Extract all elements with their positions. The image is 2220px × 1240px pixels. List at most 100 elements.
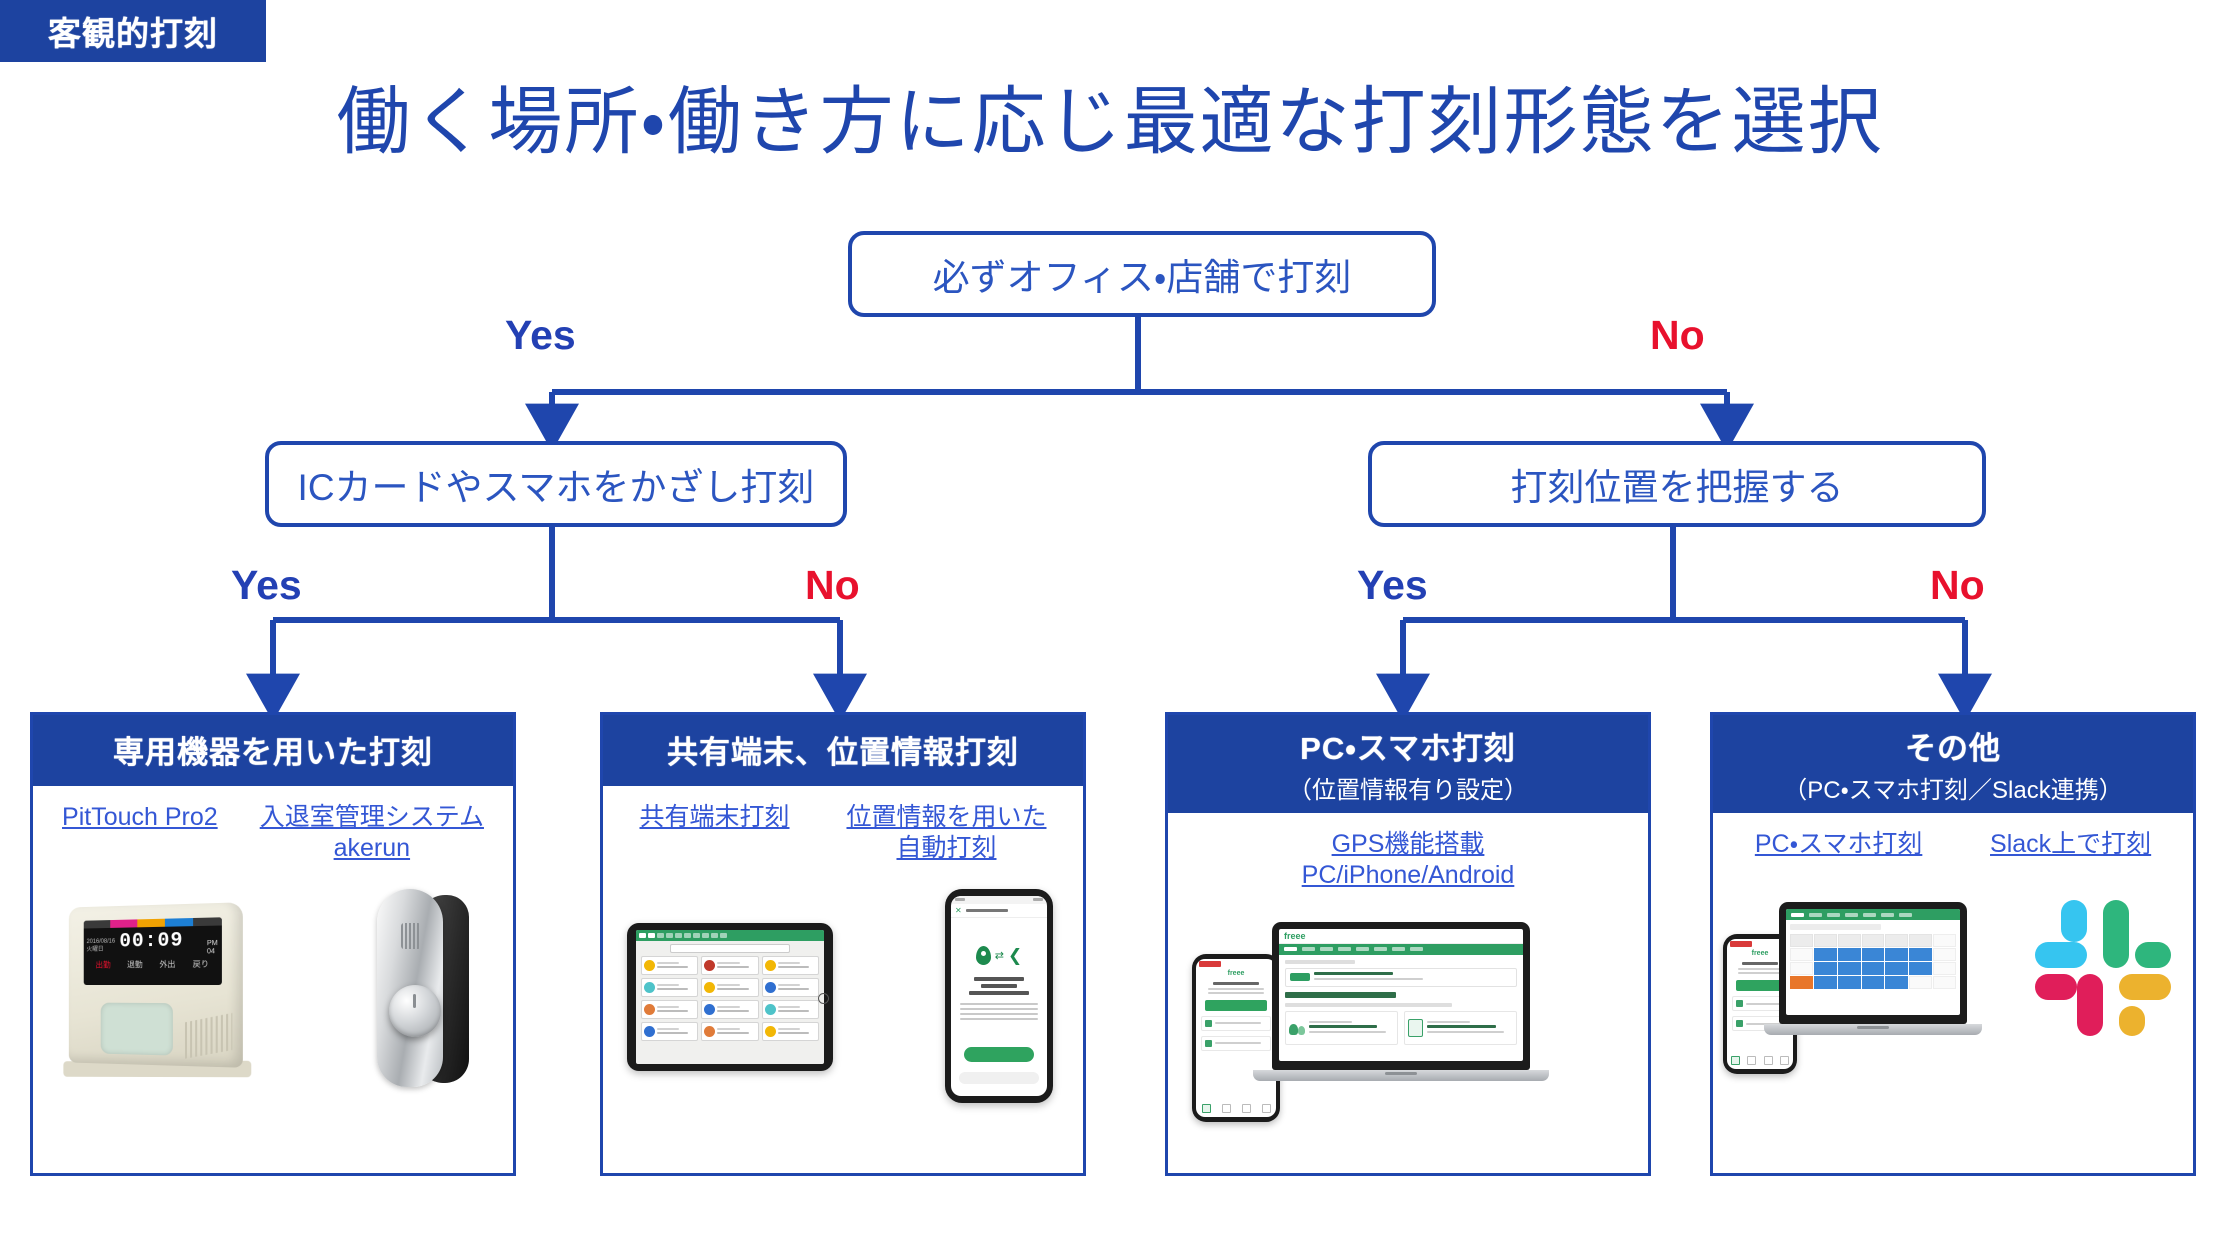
decision-node-ic-card[interactable]: ICカードやスマホをかざし打刻 [265,441,847,527]
result-card-subtitle: （位置情報有り設定） [1288,777,1528,804]
secondary-link[interactable] [959,1071,1039,1084]
result-card-links: 共有端末打刻 位置情報を用いた 自動打刻 [603,786,1083,865]
search-field[interactable] [670,943,790,953]
laptop-attendance-calendar-image [1764,902,1982,1036]
employee-cell[interactable] [641,999,699,1019]
result-card-links: PC・スマホ打刻 Slack上で打刻 [1713,813,2193,860]
tablet-employee-list-image [627,922,833,1071]
result-card-header: PC・スマホ打刻 （位置情報有り設定） [1168,715,1648,813]
terminal-button[interactable]: 退勤 [127,959,143,969]
terminal-button[interactable]: 戻り [192,958,209,969]
map-pin-icon [975,945,991,965]
akerun-smart-lock-image [373,888,469,1089]
card-link-pittouch[interactable]: PitTouch Pro2 [62,802,218,833]
decision-node-location[interactable]: 打刻位置を把握する [1368,441,1986,527]
branch-label-left-no: No [805,562,860,608]
bottom-tab-bar[interactable] [1196,1103,1276,1113]
branch-label-root-no: No [1650,312,1705,358]
terminal-meridiem: PM 04 [206,939,218,955]
app-nav-bar[interactable] [1279,943,1523,955]
result-card-shared-terminal: 共有端末、位置情報打刻 共有端末打刻 位置情報を用いた 自動打刻 [600,712,1086,1176]
result-card-other: その他 （PC・スマホ打刻／Slack連携） PC・スマホ打刻 Slack上で打… [1710,712,2196,1176]
freee-logo: freee [1751,950,1769,958]
card-link-label-line2: akerun [333,834,411,863]
location-illustration: ⇄ ❮ [951,945,1047,965]
terminal-button[interactable]: 外出 [159,959,176,969]
list-item[interactable] [1201,1015,1271,1031]
card-link-akerun[interactable]: 入退室管理システム akerun [260,802,484,865]
card-link-gps[interactable]: GPS機能搭載 PC/iPhone/Android [1302,829,1515,892]
page-title: 働く場所・働き方に応じ最適な打刻形態を選択 [336,80,1884,163]
employee-cell[interactable] [761,999,819,1019]
employee-cell[interactable] [761,1021,819,1041]
employee-cell[interactable] [641,1021,699,1041]
bottom-tab-bar[interactable] [1727,1056,1793,1066]
slack-logo-icon [2035,900,2171,1037]
smartphone-attendance-app-image: freee [1192,953,1280,1122]
primary-action-button[interactable] [964,1046,1034,1062]
freee-logo: freee [1284,930,1306,941]
lock-knob [389,984,441,1037]
employee-cell[interactable] [761,977,819,997]
employee-cell[interactable] [761,955,819,975]
notice-card [1285,967,1517,987]
pittouch-pro2-terminal-image: 2016/08/16 火曜日 00:09 PM 04 出勤 退勤 [59,901,255,1077]
people-icon [1289,1021,1305,1035]
app-nav-bar[interactable] [1786,909,1960,921]
branch-label-right-no: No [1930,562,1985,608]
card-link-pc-smartphone[interactable]: PC・スマホ打刻 [1755,829,1922,860]
result-card-media: 2016/08/16 火曜日 00:09 PM 04 出勤 退勤 [33,865,513,1174]
decision-node-root[interactable]: 必ずオフィス・店舗で打刻 [848,231,1436,317]
employee-cell[interactable] [701,955,759,975]
employee-cell[interactable] [701,999,759,1019]
card-link-label: 位置情報を用いた [846,803,1047,831]
card-link-label-line2: PC/iPhone/Android [1301,861,1515,890]
sync-arrows-icon: ⇄ [994,949,1004,962]
document-icon [1408,1018,1423,1037]
section-badge-label: 客観的打刻 [48,15,218,52]
card-link-shared-terminal[interactable]: 共有端末打刻 [639,802,789,833]
result-card-links: GPS機能搭載 PC/iPhone/Android [1168,813,1648,892]
close-icon[interactable]: ✕ [955,905,962,915]
speaker-grille-icon [401,922,421,949]
clock-in-button[interactable] [1736,980,1784,992]
app-nav-bar [636,929,824,941]
result-card-title: その他 [1905,731,2001,766]
result-card-dedicated-device: 専用機器を用いた打刻 PitTouch Pro2 入退室管理システム akeru… [30,712,516,1176]
card-link-slack[interactable]: Slack上で打刻 [1990,829,2151,860]
attendance-calendar [1786,920,1960,993]
decision-node-location-label: 打刻位置を把握する [1510,467,1844,508]
branch-label-root-yes: Yes [505,312,576,358]
decision-node-ic-card-label: ICカードやスマホをかざし打刻 [297,467,815,508]
decision-node-root-label: 必ずオフィス・店舗で打刻 [932,257,1352,298]
result-card-links: PitTouch Pro2 入退室管理システム akerun [33,786,513,865]
employee-cell[interactable] [641,977,699,997]
section-badge: 客観的打刻 [0,0,266,62]
vent-grille [184,1012,233,1059]
terminal-button[interactable]: 出勤 [95,959,111,969]
freee-logo-icon: ❮ [1007,945,1023,965]
card-link-label: PC・スマホ打刻 [1754,830,1923,858]
dashboard-tile[interactable] [1404,1010,1517,1045]
result-card-subtitle: （PC・スマホ打刻／Slack連携） [1783,777,2123,804]
card-link-label: 入退室管理システム [259,803,484,831]
smartphone-location-permission-image: ✕ ⇄ ❮ [945,888,1053,1103]
list-item[interactable] [1201,1035,1271,1051]
employee-cell[interactable] [641,955,699,975]
result-card-header: その他 （PC・スマホ打刻／Slack連携） [1713,715,2193,813]
laptop-hr-dashboard-image: freee [1253,921,1549,1081]
card-link-label-line2: 自動打刻 [896,834,997,863]
freee-logo: freee [1227,969,1245,977]
card-link-label: 共有端末打刻 [639,803,790,831]
employee-cell[interactable] [701,977,759,997]
branch-label-right-yes: Yes [1357,562,1428,608]
clock-in-button[interactable] [1205,999,1267,1011]
result-card-header: 専用機器を用いた打刻 [33,715,513,786]
terminal-date: 2016/08/16 火曜日 [86,938,116,953]
dashboard-tile[interactable] [1285,1010,1398,1045]
result-card-media: ✕ ⇄ ❮ [603,865,1083,1174]
employee-cell[interactable] [701,1021,759,1041]
terminal-screen: 2016/08/16 火曜日 00:09 PM 04 出勤 退勤 [83,916,222,985]
card-link-auto-location[interactable]: 位置情報を用いた 自動打刻 [846,802,1046,865]
